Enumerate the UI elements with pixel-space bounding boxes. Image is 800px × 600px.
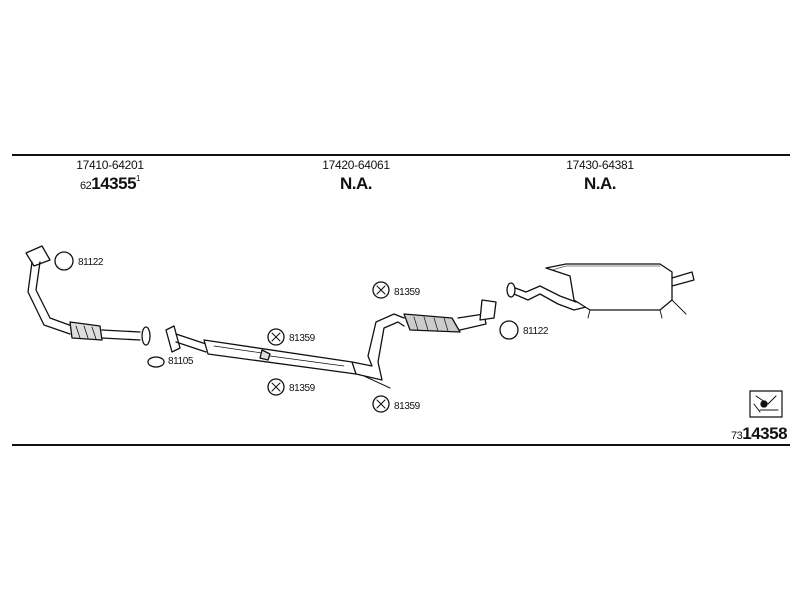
center-pipe-status: N.A. bbox=[340, 174, 373, 193]
callout-gasket-rear: 81122 bbox=[523, 326, 549, 337]
front-pipe-part-number: 17410-64201 bbox=[76, 158, 144, 172]
callout-hanger-mid-upper: 81359 bbox=[289, 333, 315, 344]
column-header-center-pipe: 17420-64061 N.A. bbox=[306, 158, 406, 194]
rear-muffler-status: N.A. bbox=[584, 174, 617, 193]
rubber-hanger-icon bbox=[372, 281, 390, 299]
front-pipe bbox=[25, 245, 151, 346]
rubber-hanger-icon bbox=[267, 328, 285, 346]
callout-hanger-center-top: 81359 bbox=[394, 287, 420, 298]
o-ring-icon bbox=[147, 356, 165, 368]
callout-ring-front: 81105 bbox=[168, 356, 194, 367]
gasket-ring-icon bbox=[499, 320, 519, 340]
callout-gasket-front: 81122 bbox=[78, 257, 104, 268]
rear-muffler-part-number: 17430-64381 bbox=[566, 158, 634, 172]
rear-muffler bbox=[506, 263, 695, 319]
bottom-rule bbox=[12, 444, 790, 446]
rubber-hanger-icon bbox=[372, 395, 390, 413]
callout-hanger-center-bottom: 81359 bbox=[394, 401, 420, 412]
callout-hanger-mid-lower: 81359 bbox=[289, 383, 315, 394]
gasket-ring-icon bbox=[54, 251, 74, 271]
reference-number: 7314358 bbox=[731, 424, 788, 443]
front-pipe-order-number: 62143551 bbox=[80, 174, 140, 193]
top-rule bbox=[12, 154, 790, 156]
center-pipe bbox=[165, 299, 497, 389]
column-header-front-pipe: 17410-64201 62143551 bbox=[60, 158, 160, 194]
center-pipe-part-number: 17420-64061 bbox=[322, 158, 390, 172]
parts-sheet-icon bbox=[749, 390, 783, 418]
rubber-hanger-icon bbox=[267, 378, 285, 396]
column-header-rear-muffler: 17430-64381 N.A. bbox=[550, 158, 650, 194]
